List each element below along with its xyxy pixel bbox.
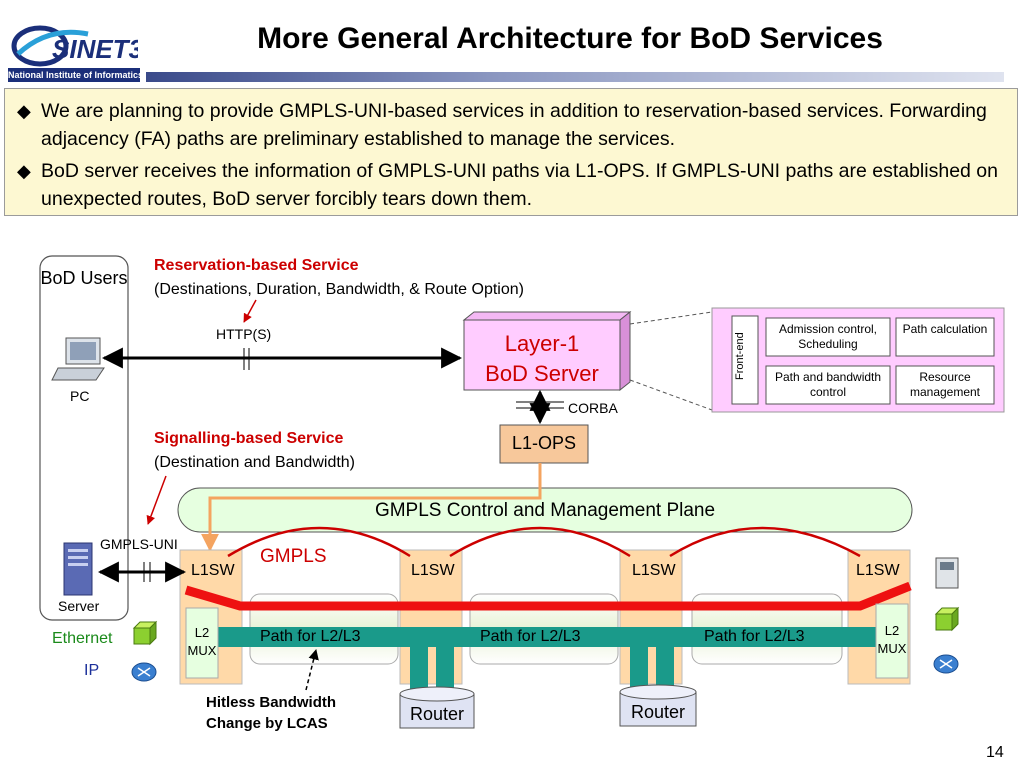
signalling-line <box>201 463 542 552</box>
bullet-text: BoD server receives the information of G… <box>41 160 998 210</box>
path-label: Path for L2/L3 <box>260 628 361 645</box>
ethernet-label: Ethernet <box>52 630 113 647</box>
ethernet-cube-icon <box>132 620 158 646</box>
path-calc-box <box>895 317 995 357</box>
bullet-box: ◆ We are planning to provide GMPLS-UNI-b… <box>4 88 1018 216</box>
router-label: Router <box>409 704 465 724</box>
path-calc-label: Path calculation <box>902 322 988 336</box>
page-number: 14 <box>986 744 1004 761</box>
ip-router-icon <box>933 654 959 674</box>
l1sw-label: L1SW <box>856 562 900 579</box>
logo-text: SINET3 <box>52 34 138 64</box>
l2-mux-label: L2 MUX <box>877 623 907 656</box>
callout-line <box>629 379 713 411</box>
sinet3-logo: SINET3 <box>8 20 144 84</box>
pc-icon <box>51 337 105 381</box>
router-drop <box>656 627 674 693</box>
gmpls-arc <box>449 526 631 558</box>
ethernet-cube-icon <box>934 606 960 632</box>
logo-subtext: National Institute of Informatics <box>8 68 144 82</box>
bullet-item: ◆ BoD server receives the information of… <box>17 157 1007 213</box>
signalling-title: Signalling-based Service <box>154 430 344 447</box>
router-cylinder <box>619 684 697 727</box>
reservation-detail: (Destinations, Duration, Bandwidth, & Ro… <box>154 281 524 298</box>
router-drop <box>436 627 454 695</box>
reservation-title: Reservation-based Service <box>154 257 359 274</box>
router-drop <box>630 627 648 693</box>
bod-server-line1: Layer-1 <box>504 331 580 356</box>
path-bw-box <box>765 365 891 405</box>
gmpls-path <box>184 581 912 611</box>
pc-label: PC <box>70 388 90 404</box>
ip-router-icon <box>131 662 157 682</box>
admission-label: Admission control, Scheduling <box>778 322 878 351</box>
bullet-item: ◆ We are planning to provide GMPLS-UNI-b… <box>17 97 1007 153</box>
diamond-bullet-icon: ◆ <box>17 161 31 181</box>
reservation-pointer <box>243 299 257 323</box>
gmpls-arc <box>669 526 861 558</box>
l2-mux-box <box>185 607 219 679</box>
l1ops-box <box>499 424 589 464</box>
front-end-label: Front-end <box>734 332 746 380</box>
corba-label: CORBA <box>568 400 618 416</box>
admission-box <box>765 317 891 357</box>
resource-box <box>895 365 995 405</box>
l2l3-path <box>216 627 876 647</box>
path-label: Path for L2/L3 <box>480 628 581 645</box>
bullet-text: We are planning to provide GMPLS-UNI-bas… <box>41 100 987 150</box>
l2-mux-label: L2 MUX <box>187 625 217 658</box>
https-label: HTTP(S) <box>216 326 272 342</box>
signalling-detail: (Destination and Bandwidth) <box>154 454 356 471</box>
control-plane-label: GMPLS Control and Management Plane <box>374 500 716 521</box>
l1sw-label: L1SW <box>411 562 455 579</box>
bod-server-box <box>462 310 632 392</box>
resource-label: Resource management <box>909 370 981 399</box>
router-cylinder <box>399 686 475 729</box>
l2-mux-box <box>875 603 909 679</box>
title-rule <box>146 72 1004 82</box>
callout-line <box>629 311 713 325</box>
bod-users-title: BoD Users <box>40 268 128 288</box>
l1sw-label: L1SW <box>632 562 676 579</box>
front-end-box <box>731 315 759 405</box>
path-bw-label: Path and bandwidth control <box>774 370 882 399</box>
signalling-pointer <box>146 475 167 525</box>
router-label: Router <box>630 702 686 722</box>
bod-server-line2: BoD Server <box>485 361 599 386</box>
l1ops-label: L1-OPS <box>511 433 577 453</box>
diamond-bullet-icon: ◆ <box>17 101 31 121</box>
path-label: Path for L2/L3 <box>704 628 805 645</box>
ip-label: IP <box>84 662 100 679</box>
l1sw-label: L1SW <box>191 562 235 579</box>
server-icon-right <box>935 557 959 589</box>
server-label: Server <box>58 598 100 614</box>
lcas-note: Hitless Bandwidth Change by LCAS <box>206 694 337 732</box>
page-title: More General Architecture for BoD Servic… <box>257 22 883 55</box>
gmpls-uni-label: GMPLS-UNI <box>100 536 178 552</box>
server-icon <box>63 542 93 596</box>
bod-users-box <box>39 255 129 621</box>
gmpls-arc <box>227 526 411 558</box>
router-drop <box>410 627 428 695</box>
gmpls-label: GMPLS <box>260 546 327 567</box>
